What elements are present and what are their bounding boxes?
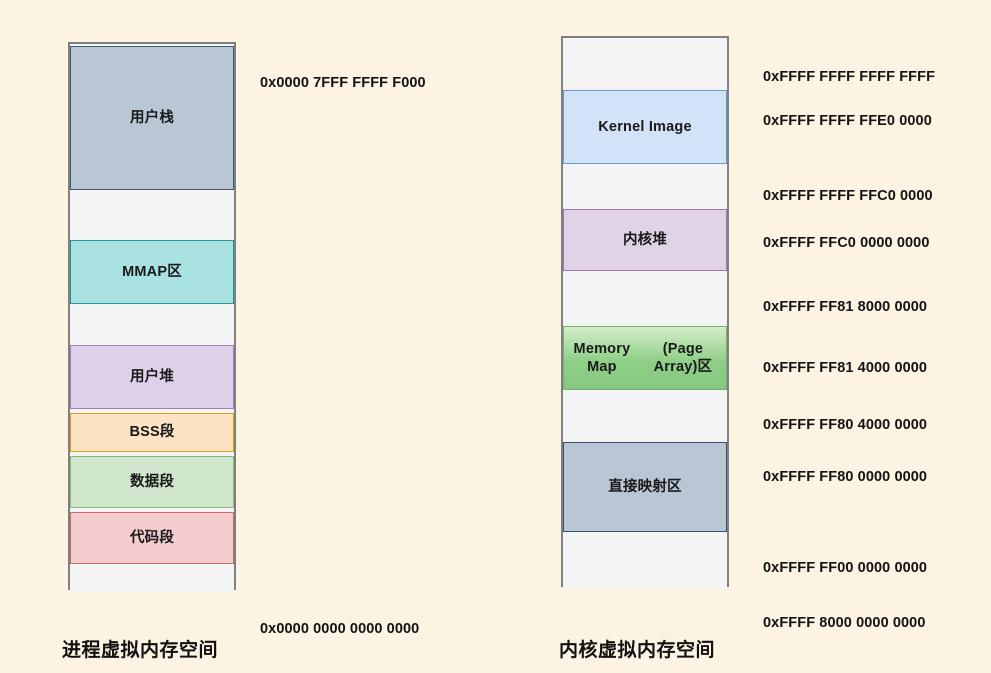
- process-memory-column: 用户栈 MMAP区用户堆 BSS段数据段代码段: [68, 42, 236, 592]
- block-gap-bottom: [563, 532, 727, 589]
- block-gap-top: [70, 44, 234, 46]
- process-address-stack-top: 0x0000 7FFF FFFF F000: [260, 75, 426, 91]
- process-address-zero: 0x0000 0000 0000 0000: [260, 621, 420, 637]
- kernel-address-kernel-image-top: 0xFFFF FFFF FFE0 0000: [763, 113, 932, 129]
- kernel-memory-column: Kernel Image 内核堆 Memory Map (Page Array)区直接…: [561, 36, 729, 589]
- block-kernel-heap-label-line-0: 内核堆: [622, 231, 668, 248]
- block-kernel-image: Kernel Image: [563, 90, 727, 164]
- block-gap-image-heap: [563, 164, 727, 209]
- block-mmap: MMAP区: [70, 240, 234, 304]
- block-user-heap-label-line-0: 用户堆: [129, 368, 175, 385]
- block-text-label-line-0: 代码段: [129, 529, 175, 546]
- block-mmap-label-line-0: MMAP区: [122, 263, 182, 280]
- kernel-address-kernel-base: 0xFFFF 8000 0000 0000: [763, 615, 926, 631]
- block-memory-map-label-line-1: (Page Array)区: [653, 340, 713, 375]
- block-bss-label-line-0: BSS段: [129, 424, 175, 441]
- block-memory-map-label-line-0: Memory Map: [573, 340, 631, 375]
- block-gap-bottom: [70, 564, 234, 592]
- kernel-address-kernel-heap-top: 0xFFFF FFC0 0000 0000: [763, 235, 930, 251]
- block-gap-top: [563, 38, 727, 90]
- block-direct-mapping-label-line-0: 直接映射区: [608, 478, 682, 495]
- block-text: 代码段: [70, 512, 234, 564]
- block-gap-mmap-heap: [70, 304, 234, 345]
- block-gap-memmap-direct: [563, 390, 727, 442]
- kernel-address-kernel-image-bottom: 0xFFFF FFFF FFC0 0000: [763, 188, 933, 204]
- kernel-address-memory-map-bottom: 0xFFFF FF80 4000 0000: [763, 417, 928, 433]
- block-kernel-heap: 内核堆: [563, 209, 727, 271]
- process-column-caption: 进程虚拟内存空间: [62, 640, 219, 661]
- block-kernel-image-label-line-0: Kernel Image: [598, 118, 692, 135]
- block-user-heap: 用户堆: [70, 345, 234, 409]
- block-user-stack-label-line-0: 用户栈: [129, 109, 175, 126]
- kernel-column-caption: 内核虚拟内存空间: [559, 640, 716, 661]
- block-direct-mapping: 直接映射区: [563, 442, 727, 532]
- block-bss: BSS段: [70, 413, 234, 452]
- kernel-address-kernel-top: 0xFFFF FFFF FFFF FFFF: [763, 69, 936, 85]
- block-gap-stack-mmap: [70, 190, 234, 240]
- block-data: 数据段: [70, 456, 234, 508]
- kernel-address-memory-map-top: 0xFFFF FF81 4000 0000: [763, 360, 928, 376]
- block-user-stack: 用户栈: [70, 46, 234, 190]
- block-gap-heap-memmap: [563, 271, 727, 326]
- kernel-address-direct-map-top: 0xFFFF FF80 0000 0000: [763, 469, 928, 485]
- block-data-label-line-0: 数据段: [129, 473, 175, 490]
- kernel-address-direct-map-bottom: 0xFFFF FF00 0000 0000: [763, 560, 928, 576]
- block-memory-map: Memory Map (Page Array)区: [563, 326, 727, 390]
- kernel-address-kernel-heap-bottom: 0xFFFF FF81 8000 0000: [763, 299, 928, 315]
